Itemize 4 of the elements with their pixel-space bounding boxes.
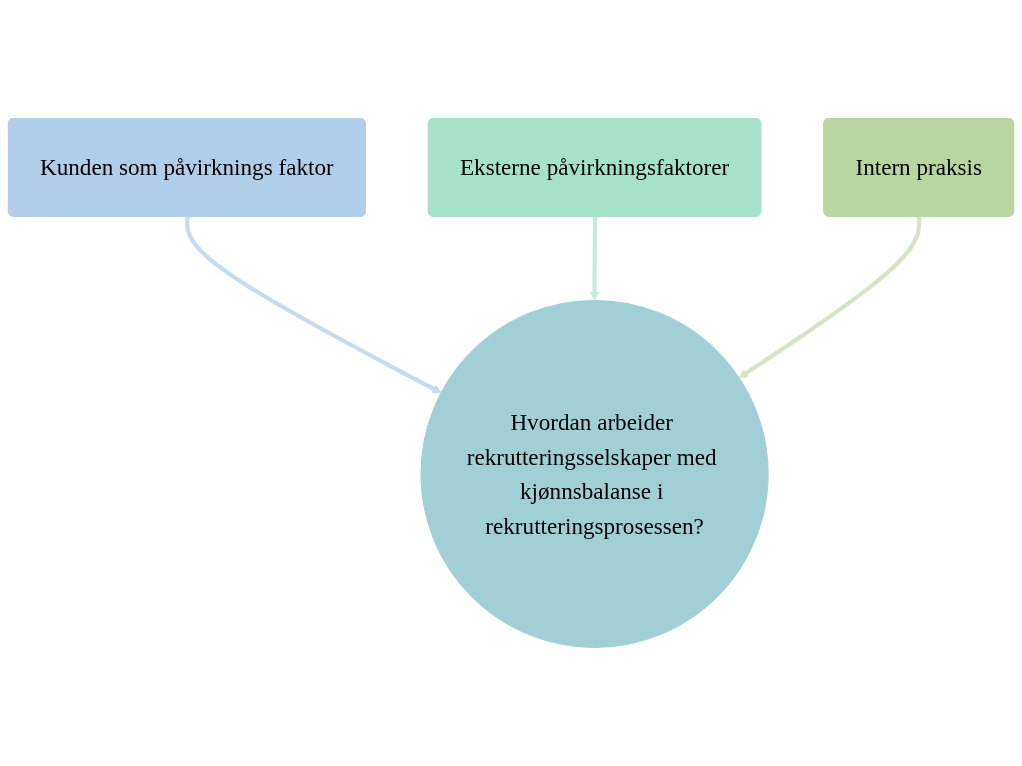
node-circle <box>420 299 769 649</box>
arrow <box>589 216 600 301</box>
arrow <box>738 216 922 379</box>
arrow <box>185 216 442 394</box>
